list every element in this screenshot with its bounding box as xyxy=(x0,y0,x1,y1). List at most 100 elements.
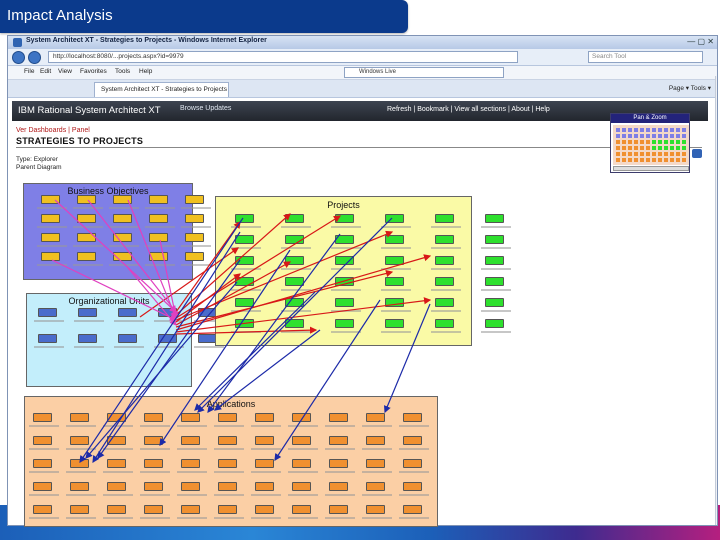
application-node[interactable] xyxy=(403,482,422,491)
application-node[interactable] xyxy=(292,482,311,491)
application-node[interactable] xyxy=(107,459,126,468)
business-objective-node[interactable] xyxy=(113,252,132,261)
application-node[interactable] xyxy=(366,482,385,491)
application-node[interactable] xyxy=(218,413,237,422)
pan-zoom-minimap[interactable] xyxy=(613,125,689,165)
application-node[interactable] xyxy=(33,459,52,468)
application-node[interactable] xyxy=(329,436,348,445)
project-node[interactable] xyxy=(435,298,454,307)
application-node[interactable] xyxy=(329,413,348,422)
window-controls[interactable]: — ▢ ✕ xyxy=(687,37,714,46)
application-node[interactable] xyxy=(33,413,52,422)
application-node[interactable] xyxy=(70,436,89,445)
project-node[interactable] xyxy=(235,214,254,223)
project-node[interactable] xyxy=(485,256,504,265)
application-node[interactable] xyxy=(403,413,422,422)
application-node[interactable] xyxy=(403,459,422,468)
project-node[interactable] xyxy=(335,256,354,265)
project-node[interactable] xyxy=(285,235,304,244)
application-node[interactable] xyxy=(292,436,311,445)
business-objective-node[interactable] xyxy=(149,214,168,223)
app-header-links[interactable]: Refresh | Bookmark | View all sections |… xyxy=(387,106,550,113)
application-node[interactable] xyxy=(70,413,89,422)
application-node[interactable] xyxy=(107,436,126,445)
search-input[interactable]: Search Tool xyxy=(588,51,703,63)
application-node[interactable] xyxy=(181,505,200,514)
project-node[interactable] xyxy=(285,214,304,223)
menu-view[interactable]: View xyxy=(58,68,72,75)
business-objective-node[interactable] xyxy=(149,252,168,261)
business-objective-node[interactable] xyxy=(149,233,168,242)
business-objective-node[interactable] xyxy=(41,233,60,242)
project-node[interactable] xyxy=(435,235,454,244)
back-icon[interactable] xyxy=(12,51,25,64)
project-node[interactable] xyxy=(385,235,404,244)
business-objective-node[interactable] xyxy=(113,195,132,204)
project-node[interactable] xyxy=(235,235,254,244)
project-node[interactable] xyxy=(285,319,304,328)
application-node[interactable] xyxy=(292,459,311,468)
application-node[interactable] xyxy=(255,436,274,445)
application-node[interactable] xyxy=(329,459,348,468)
application-node[interactable] xyxy=(218,436,237,445)
application-node[interactable] xyxy=(107,413,126,422)
project-node[interactable] xyxy=(435,214,454,223)
business-objective-node[interactable] xyxy=(185,214,204,223)
application-node[interactable] xyxy=(292,505,311,514)
project-node[interactable] xyxy=(385,298,404,307)
application-node[interactable] xyxy=(70,482,89,491)
application-node[interactable] xyxy=(329,505,348,514)
breadcrumb[interactable]: Ver Dashboards | Panel xyxy=(16,127,90,134)
project-node[interactable] xyxy=(385,277,404,286)
pan-zoom-scrollbar[interactable] xyxy=(613,166,689,171)
page-tools-menu[interactable]: Page ▾ Tools ▾ xyxy=(668,85,711,92)
org-unit-node[interactable] xyxy=(158,334,177,343)
business-objective-node[interactable] xyxy=(185,233,204,242)
browser-tab[interactable]: System Architect XT - Strategies to Proj… xyxy=(94,82,229,97)
application-node[interactable] xyxy=(107,482,126,491)
org-unit-node[interactable] xyxy=(78,334,97,343)
business-objective-node[interactable] xyxy=(77,214,96,223)
org-unit-node[interactable] xyxy=(118,334,137,343)
application-node[interactable] xyxy=(255,505,274,514)
business-objective-node[interactable] xyxy=(77,233,96,242)
forward-icon[interactable] xyxy=(28,51,41,64)
application-node[interactable] xyxy=(144,459,163,468)
business-objective-node[interactable] xyxy=(41,214,60,223)
application-node[interactable] xyxy=(181,459,200,468)
parent-diagram-link[interactable]: Parent Diagram xyxy=(16,164,62,171)
application-node[interactable] xyxy=(70,459,89,468)
project-node[interactable] xyxy=(235,277,254,286)
project-node[interactable] xyxy=(335,277,354,286)
application-node[interactable] xyxy=(218,505,237,514)
application-node[interactable] xyxy=(144,413,163,422)
application-node[interactable] xyxy=(329,482,348,491)
project-node[interactable] xyxy=(335,214,354,223)
menu-file[interactable]: File xyxy=(24,68,35,75)
application-node[interactable] xyxy=(33,482,52,491)
project-node[interactable] xyxy=(385,256,404,265)
business-objective-node[interactable] xyxy=(185,195,204,204)
application-node[interactable] xyxy=(255,413,274,422)
project-node[interactable] xyxy=(335,298,354,307)
project-node[interactable] xyxy=(485,214,504,223)
business-objective-node[interactable] xyxy=(41,195,60,204)
business-objective-node[interactable] xyxy=(77,195,96,204)
project-node[interactable] xyxy=(285,277,304,286)
application-node[interactable] xyxy=(403,505,422,514)
business-objective-node[interactable] xyxy=(113,233,132,242)
url-input[interactable]: http://localhost:8080/...projects.aspx?i… xyxy=(48,51,518,63)
application-node[interactable] xyxy=(403,436,422,445)
application-node[interactable] xyxy=(33,505,52,514)
menu-tools[interactable]: Tools xyxy=(115,68,131,75)
application-node[interactable] xyxy=(181,413,200,422)
application-node[interactable] xyxy=(107,505,126,514)
application-node[interactable] xyxy=(366,436,385,445)
project-node[interactable] xyxy=(485,319,504,328)
org-unit-node[interactable] xyxy=(158,308,177,317)
business-objective-node[interactable] xyxy=(113,214,132,223)
application-node[interactable] xyxy=(218,459,237,468)
menu-help[interactable]: Help xyxy=(139,68,153,75)
project-node[interactable] xyxy=(485,277,504,286)
application-node[interactable] xyxy=(70,505,89,514)
